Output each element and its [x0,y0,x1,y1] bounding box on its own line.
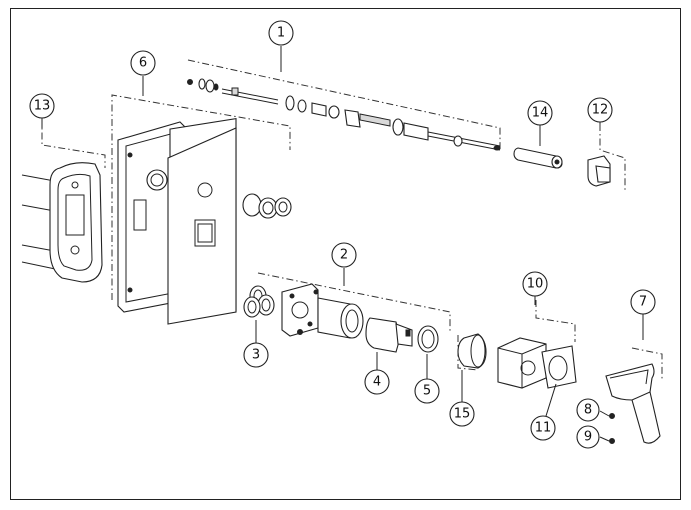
callout-14-label: 14 [532,106,549,121]
callout-7-label: 7 [639,295,647,310]
callout-9-label: 9 [584,430,592,445]
part-6-cover-plate [167,127,237,325]
part-14-sleeve [513,147,563,169]
callout-4: 4 [364,369,390,395]
callout-3: 3 [243,342,269,368]
callout-1: 1 [268,20,294,46]
callout-15-label: 15 [454,407,471,422]
part-3-o-rings [243,285,275,318]
part-4-cartridge [365,317,413,353]
callout-4-label: 4 [373,375,381,390]
part-15-extension-sleeve [457,333,487,369]
callout-10-label: 10 [527,277,544,292]
callout-11: 11 [530,415,556,441]
callout-3-label: 3 [252,348,260,363]
callout-9: 9 [576,425,600,449]
callout-12-label: 12 [592,103,609,118]
callout-1-label: 1 [277,26,285,41]
part-9-screw [609,438,615,444]
part-2-cartridge-body [281,283,364,339]
callout-6: 6 [130,50,156,76]
callout-14: 14 [527,100,553,126]
callout-11-label: 11 [535,421,552,436]
callout-8: 8 [576,398,600,422]
part-10-extension-box [497,337,547,389]
part-8-screw [609,413,615,419]
part-13-mounting-bracket [21,162,103,283]
callout-8-label: 8 [584,403,592,418]
callout-13-label: 13 [34,99,51,114]
callout-13: 13 [29,93,55,119]
callout-2: 2 [331,242,357,268]
part-7-lever-handle [605,363,661,444]
callout-7: 7 [630,289,656,315]
callout-5: 5 [414,378,440,404]
part-11-gasket [541,345,577,389]
part-5-nut [417,325,439,353]
callout-15: 15 [449,401,475,427]
callout-10: 10 [522,271,548,297]
part-12-knob-cap [587,155,611,187]
callout-2-label: 2 [340,248,348,263]
part-seal-ring [242,193,292,219]
callout-12: 12 [587,97,613,123]
part-1-spindle-assembly [187,78,501,151]
callout-6-label: 6 [139,56,147,71]
callout-5-label: 5 [423,384,431,399]
